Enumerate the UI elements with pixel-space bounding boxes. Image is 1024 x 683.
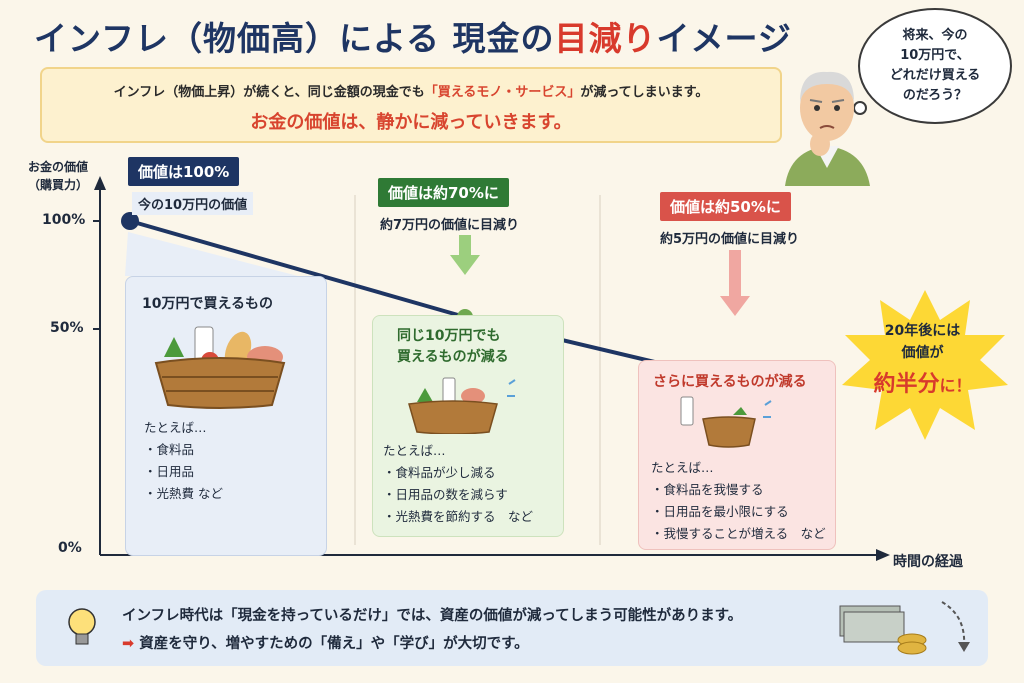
intro-line-2: お金の価値は、静かに減っていきます。: [250, 112, 572, 133]
bubble-line: 将来、今の: [902, 28, 968, 43]
list-item: ・光熱費を節約する など: [383, 509, 534, 524]
lightbulb-icon: [68, 608, 96, 645]
bottom-line-1: インフレ時代は「現金を持っているだけ」では、資産の価値が減ってしまう可能性があり…: [122, 608, 743, 624]
down-trend-arrow-icon: [941, 601, 970, 652]
list-item: ・食料品を我慢する: [651, 482, 764, 497]
panel-100-title: 10万円で買えるもの: [142, 296, 274, 312]
x-axis-label: 時間の経過: [893, 554, 963, 570]
title-text-3: 目減り: [554, 19, 657, 58]
y-tick-0: 0%: [58, 540, 82, 556]
star-line1: 20年後には: [884, 323, 961, 339]
star-line2: 価値が: [901, 345, 944, 361]
stage-sub-70: 約7万円の価値に目減り: [380, 218, 520, 233]
star-line4: に！: [939, 376, 972, 395]
stage-tag-100: 価値は100%: [128, 157, 240, 186]
list-item: ・日用品を最小限にする: [651, 504, 789, 519]
starburst-text: 20年後には 価値が 約半分に！: [855, 320, 990, 398]
list-item: ・日用品: [144, 464, 195, 479]
title-text-4: イメージ: [656, 19, 792, 58]
basket-medium-icon: [408, 377, 516, 435]
bubble-line: のだろう？: [902, 88, 968, 103]
y-tick-100: 100%: [42, 212, 86, 228]
panel-connector: [125, 232, 298, 276]
list-item: ・光熱費 など: [144, 486, 223, 501]
intro-text-a: インフレ（物価上昇）が続くと、同じ金額の現金でも: [113, 85, 425, 100]
panel-50: さらに買えるものが減る たとえば… ・食料品を我慢する ・日用品を最小限にする …: [638, 360, 836, 550]
stage-tag-50: 価値は約50%に: [660, 192, 791, 221]
panel-50-example: たとえば…: [651, 460, 714, 475]
panel-100-example: たとえば…: [144, 420, 207, 435]
down-arrow-red-icon: [720, 250, 750, 316]
panel-70-title1: 同じ10万円でも: [397, 328, 501, 344]
stage-tag-70: 価値は約70%に: [378, 178, 509, 207]
bubble-line: どれだけ買える: [889, 68, 981, 83]
list-item: ・我慢することが増える など: [651, 526, 826, 541]
title-text-1: インフレ（物価高）による: [34, 19, 453, 58]
intro-highlight: 「買えるモノ・サービス」: [424, 85, 581, 100]
panel-100: 10万円で買えるもの たとえば… ・食料品 ・日用品 ・光熱費 など: [125, 276, 327, 556]
y-tick-50: 50%: [50, 320, 84, 336]
y-axis-label-line1: お金の価値: [28, 160, 89, 174]
value-point: [121, 212, 139, 230]
basket-small-icon: [680, 396, 772, 448]
panel-50-title: さらに買えるものが減る: [653, 374, 807, 390]
stage-sub-100: 今の10万円の価値: [132, 192, 254, 215]
money-coins-icon: [839, 605, 927, 655]
stage-sub-50: 約5万円の価値に目減り: [660, 232, 800, 247]
intro-box: インフレ（物価上昇）が続くと、同じ金額の現金でも「買えるモノ・サービス」が減って…: [40, 67, 782, 143]
panel-70-title2: 買えるものが減る: [397, 349, 509, 365]
worried-man-icon: [785, 71, 870, 186]
starburst-icon: [842, 290, 1008, 440]
list-item: ・食料品が少し減る: [383, 465, 496, 480]
bottom-box: インフレ時代は「現金を持っているだけ」では、資産の価値が減ってしまう可能性があり…: [36, 590, 988, 666]
panel-70-example: たとえば…: [383, 443, 446, 458]
bubble-line: 10万円で、: [900, 48, 970, 63]
intro-text-b: が減ってしまいます。: [580, 85, 709, 100]
title-text-2: 現金の: [452, 19, 555, 58]
y-axis-label-line2: （購買力）: [28, 178, 89, 192]
list-item: ・食料品: [144, 442, 195, 457]
page-title: インフレ（物価高）による 現金の目減りイメージ: [34, 12, 792, 60]
star-highlight: 約半分: [873, 372, 940, 397]
bottom-line-2: 資産を守り、増やすための「備え」や「学び」が大切です。: [139, 636, 529, 652]
panel-70: 同じ10万円でも 買えるものが減る たとえば… ・食料品が少し減る ・日用品の数…: [372, 315, 564, 537]
down-arrow-green-icon: [450, 235, 480, 275]
arrow-right-icon: ➡: [122, 636, 140, 652]
intro-line-1: インフレ（物価上昇）が続くと、同じ金額の現金でも「買えるモノ・サービス」が減って…: [42, 81, 780, 100]
thought-bubble: 将来、今の 10万円で、 どれだけ買える のだろう？: [858, 8, 1012, 124]
y-axis-arrow-icon: [94, 176, 106, 190]
list-item: ・日用品の数を減らす: [383, 487, 508, 502]
x-axis-arrow-icon: [876, 549, 890, 561]
y-axis-label: お金の価値 （購買力）: [28, 158, 88, 194]
basket-full-icon: [154, 326, 286, 409]
